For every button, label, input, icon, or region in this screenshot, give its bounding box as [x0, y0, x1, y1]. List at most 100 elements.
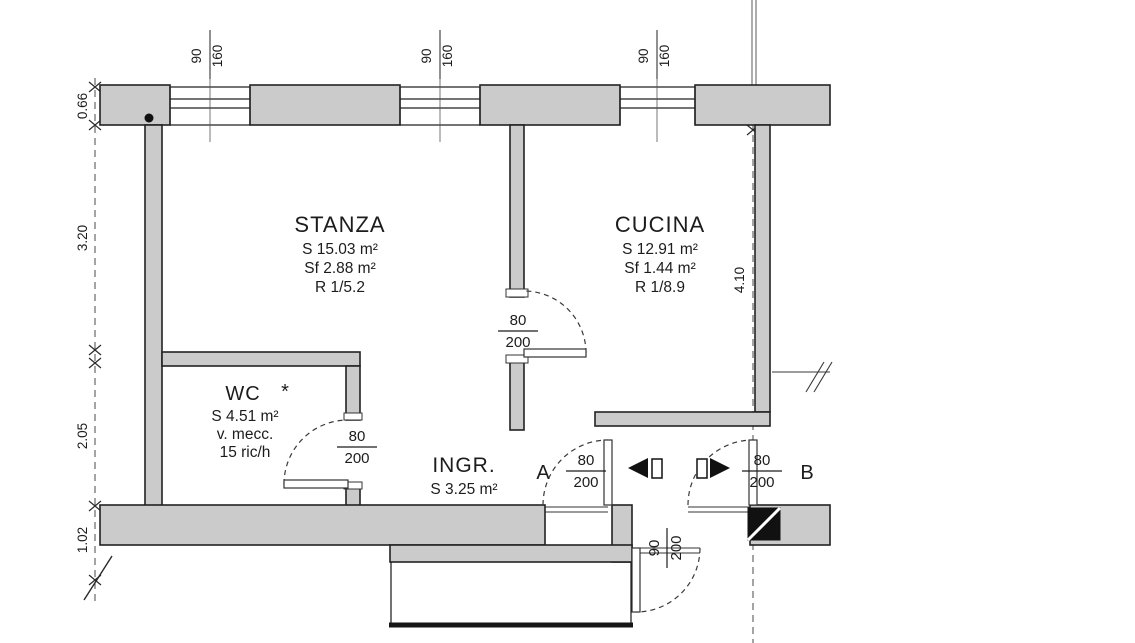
- landing-step-wall: [389, 544, 633, 563]
- cucina-name: CUCINA: [615, 212, 705, 237]
- ingresso-name: INGR.: [432, 454, 495, 477]
- top-wall-segment-1: [99, 84, 171, 126]
- ingresso-label-block: INGR. S 3.25 m²: [430, 454, 497, 498]
- window-3-width: 90: [636, 48, 651, 63]
- stanza-ratio: R 1/5.2: [315, 279, 365, 296]
- cut-hatch-mark: [83, 555, 113, 601]
- dim-bottom: 1.02: [75, 527, 90, 553]
- door-a-direction-icon: [628, 458, 648, 478]
- window-3-height: 160: [657, 45, 672, 68]
- right-dimension-tick-marks: [746, 124, 760, 426]
- overall-dimension-labels: 0.66 3.20 2.05 1.02 4.10: [75, 93, 747, 553]
- door-dimension-labels: 80 200 80 200 A 80 200 80 200 B 90 200: [337, 312, 814, 568]
- door-a-direction-box: [651, 458, 663, 479]
- door-b-width: 80: [754, 452, 771, 469]
- window-1-height: 160: [210, 45, 225, 68]
- stanza-door-width: 80: [510, 312, 527, 329]
- door-a-width: 80: [578, 452, 595, 469]
- entry-door-threshold: [636, 547, 700, 554]
- stanza-cucina-wall-upper: [509, 124, 525, 298]
- door-a-label: A 80 200: [536, 452, 606, 491]
- room-labels: STANZA S 15.03 m² Sf 2.88 m² R 1/5.2 CUC…: [211, 212, 705, 498]
- window-2-height: 160: [440, 45, 455, 68]
- symbols: [144, 113, 782, 542]
- wc-door-arc: [283, 419, 349, 485]
- door-b-height: 200: [749, 474, 774, 491]
- dim-wc-depth: 2.05: [75, 423, 90, 449]
- entry-door-arc: [635, 547, 701, 613]
- reference-lines: [83, 0, 833, 643]
- door-a-arc: [542, 439, 609, 506]
- left-dimension-tick-marks: [88, 81, 102, 586]
- stanza-door-height: 200: [505, 334, 530, 351]
- stanza-door-sill-bottom: [505, 354, 529, 364]
- wall-break-mark: [772, 361, 833, 393]
- window-3-frame: [619, 86, 696, 125]
- door-b-letter: B: [800, 462, 813, 484]
- stanza-door-sill-top: [505, 288, 529, 298]
- windows: [169, 30, 696, 142]
- cucina-window-area: Sf 1.44 m²: [624, 260, 696, 277]
- stanza-door-arc: [523, 290, 587, 354]
- door-thresholds: [545, 506, 750, 554]
- door-b-leaf: [748, 439, 758, 506]
- entry-door-width: 90: [646, 540, 663, 557]
- door-b-threshold: [688, 506, 750, 513]
- wc-top-wall: [161, 351, 361, 367]
- wc-label-block: WC * S 4.51 m² v. mecc. 15 ric/h: [211, 381, 289, 461]
- wc-area: S 4.51 m²: [211, 408, 278, 425]
- bottom-wall-left: [99, 504, 546, 546]
- door-b-direction-icon: [710, 458, 730, 478]
- right-exterior-wall: [754, 124, 771, 413]
- door-a-threshold: [545, 506, 608, 513]
- wc-door-sill-top: [343, 412, 363, 421]
- entry-door-label: 90 200: [646, 528, 685, 568]
- stanza-door-label: 80 200: [498, 312, 538, 351]
- door-a-leaf: [603, 439, 613, 506]
- landing-outline: [389, 562, 633, 628]
- door-a-height: 200: [573, 474, 598, 491]
- dim-cucina-depth: 4.10: [732, 267, 747, 293]
- wc-door-width: 80: [349, 428, 366, 445]
- window-2-width: 90: [419, 48, 434, 63]
- door-b-direction-box: [696, 458, 708, 479]
- window-dimension-labels: 90 160 90 160 90 160: [189, 45, 672, 68]
- wc-vent-type: v. mecc.: [217, 426, 274, 443]
- door-a-letter: A: [536, 462, 550, 484]
- cucina-ratio: R 1/8.9: [635, 279, 685, 296]
- door-leaves: [283, 348, 758, 613]
- stanza-cucina-wall-lower: [509, 356, 525, 431]
- cucina-area: S 12.91 m²: [622, 241, 698, 258]
- walls: [99, 84, 831, 563]
- wc-right-wall-lower: [345, 486, 361, 508]
- wc-vent-rate: 15 ric/h: [220, 444, 271, 461]
- ingresso-area: S 3.25 m²: [430, 481, 497, 498]
- door-swing-arcs: [283, 290, 754, 613]
- door-b-arc: [687, 439, 754, 506]
- stanza-window-area: Sf 2.88 m²: [304, 260, 376, 277]
- top-wall-segment-3: [479, 84, 621, 126]
- cucina-bottom-wall: [594, 411, 771, 427]
- dim-left-wall-top: 0.66: [75, 93, 90, 119]
- stanza-name: STANZA: [294, 212, 385, 237]
- stanza-area: S 15.03 m²: [302, 241, 378, 258]
- shaft-symbol: [746, 506, 782, 542]
- entry-door-leaf: [631, 547, 641, 613]
- door-b-label: 80 200 B: [742, 452, 814, 491]
- window-1-width: 90: [189, 48, 204, 63]
- wc-right-wall-upper: [345, 365, 361, 421]
- column-dot: [144, 113, 154, 123]
- wc-note-asterisk: *: [281, 381, 289, 403]
- wc-door-leaf: [283, 479, 349, 489]
- left-exterior-wall: [144, 124, 163, 508]
- stanza-door-leaf: [523, 348, 587, 358]
- wc-name: WC: [225, 383, 260, 405]
- cucina-label-block: CUCINA S 12.91 m² Sf 1.44 m² R 1/8.9: [615, 212, 705, 296]
- dim-stanza-depth: 3.20: [75, 225, 90, 251]
- entry-door-height: 200: [668, 535, 685, 560]
- shaft-diagonal: [746, 506, 782, 542]
- top-wall-segment-2: [249, 84, 401, 126]
- wc-door-height: 200: [344, 450, 369, 467]
- wc-door-label: 80 200: [337, 428, 377, 467]
